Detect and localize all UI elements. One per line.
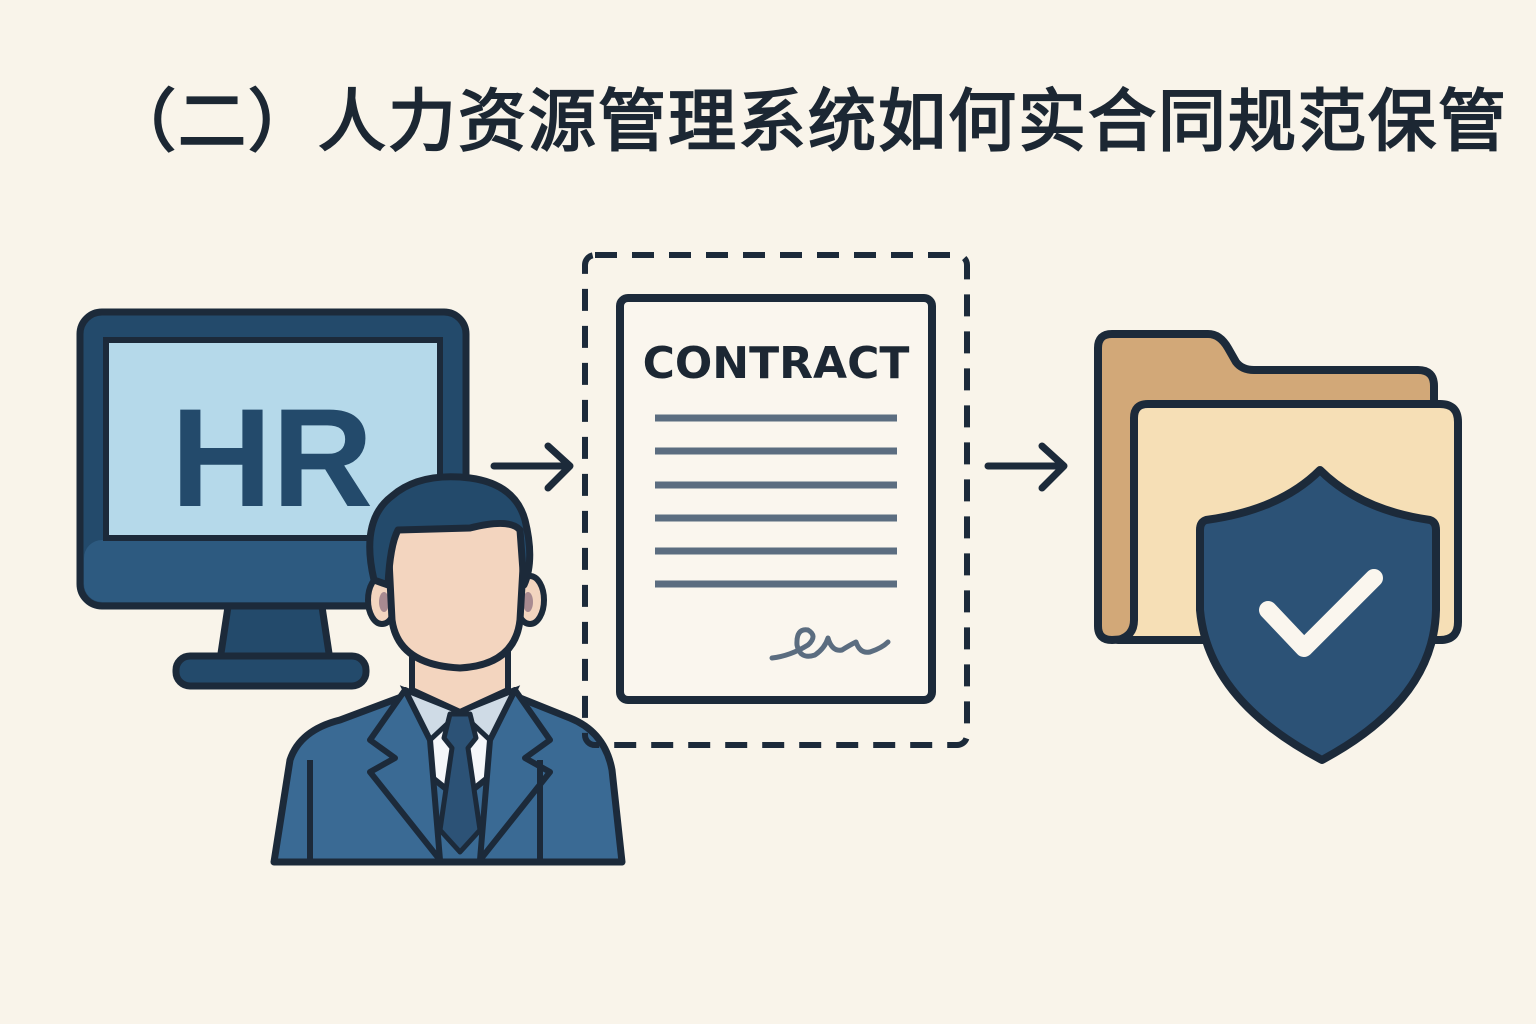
dashed-selection-frame bbox=[582, 252, 970, 748]
hr-employee-avatar bbox=[270, 473, 626, 866]
signature-icon bbox=[769, 627, 891, 661]
hr-label: HR bbox=[171, 379, 373, 536]
shield-icon bbox=[1196, 466, 1440, 764]
contract-label: CONTRACT bbox=[643, 338, 910, 389]
checkmark-icon bbox=[1259, 569, 1383, 657]
arrow-right-icon bbox=[984, 442, 1068, 492]
arrow-right-icon bbox=[490, 442, 574, 492]
contract-document-icon: CONTRACT bbox=[582, 252, 970, 748]
page-title: （二）人力资源管理系统如何实合同规范保管 bbox=[108, 83, 1509, 162]
secure-folder-icon bbox=[1094, 330, 1462, 764]
